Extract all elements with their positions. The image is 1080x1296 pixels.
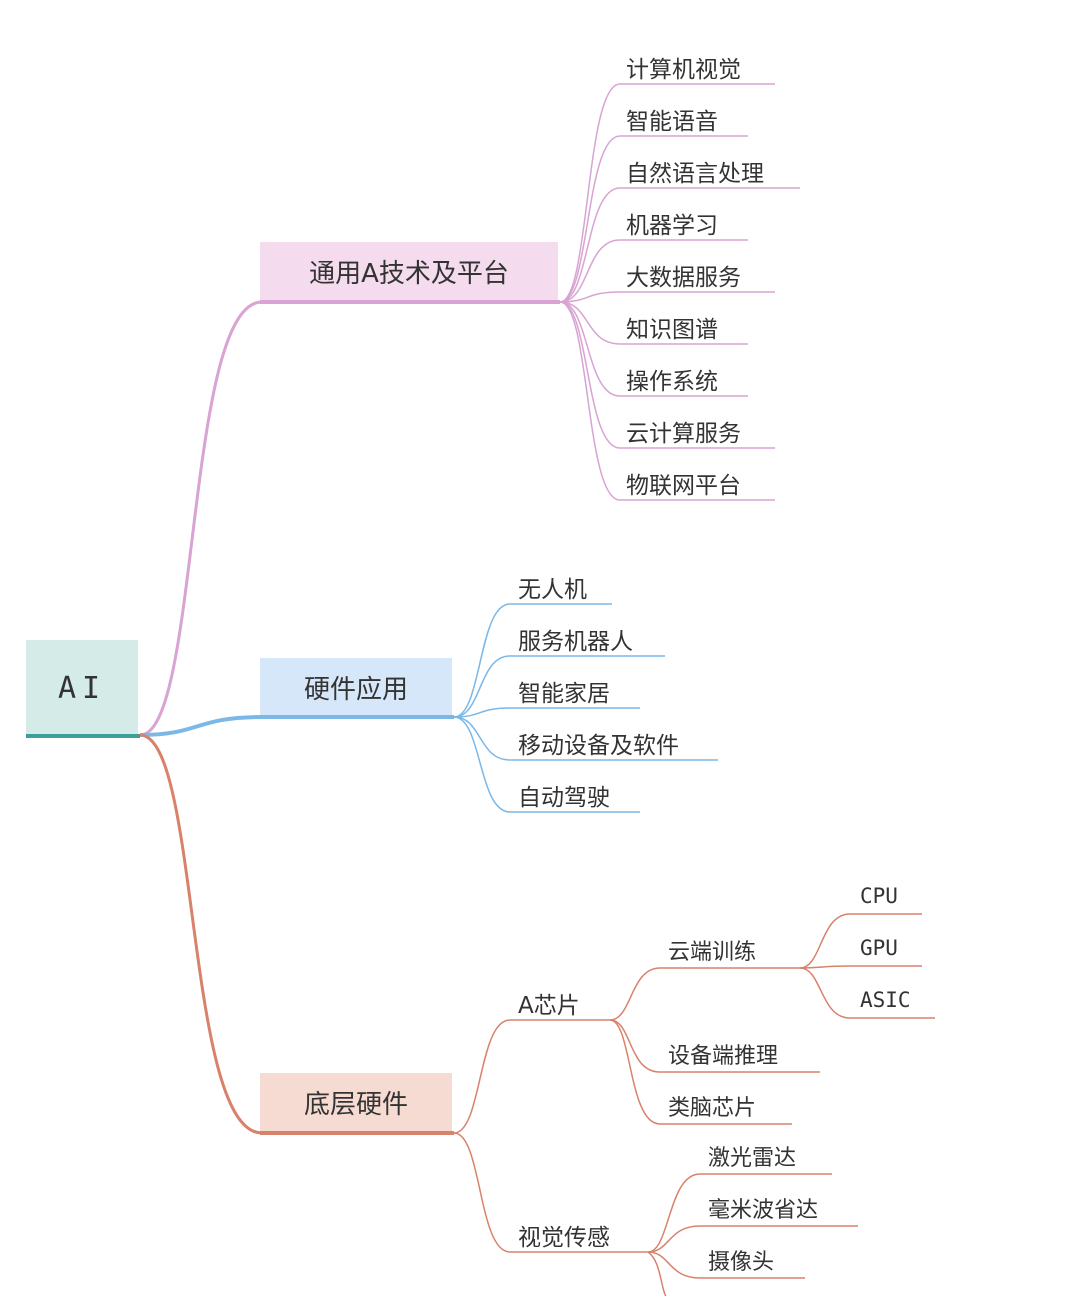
branch1-edges: [559, 83, 800, 501]
cloud-item[interactable]: CPU: [860, 884, 898, 908]
chip-node[interactable]: A芯片: [518, 993, 580, 1019]
branch1-item[interactable]: 操作系统: [626, 369, 718, 395]
branch3-edges: [453, 913, 935, 1296]
vision-item[interactable]: 毫米波省达: [708, 1198, 819, 1223]
branch1-item[interactable]: 知识图谱: [626, 317, 718, 343]
branch2-bg: [260, 658, 452, 716]
branch1-item[interactable]: 物联网平台: [626, 473, 741, 499]
cloud-item[interactable]: ASIC: [860, 988, 911, 1012]
vision-item[interactable]: 摄像头: [708, 1250, 775, 1275]
branch1-item[interactable]: 计算机视觉: [626, 57, 741, 83]
cloud-item[interactable]: GPU: [860, 936, 898, 960]
branch2-item[interactable]: 自动驾驶: [518, 785, 610, 811]
branch1-bg: [260, 242, 558, 302]
edge-root-branch2: [139, 715, 263, 737]
root-label: AI: [57, 670, 107, 706]
branch2-item[interactable]: 移动设备及软件: [518, 733, 679, 759]
branch3-node[interactable]: 底层硬件: [260, 1073, 452, 1131]
root-node[interactable]: AI: [26, 640, 138, 736]
root-node-bg: [26, 640, 138, 737]
branch1-item[interactable]: 云计算服务: [626, 421, 741, 447]
branch2-item[interactable]: 无人机: [518, 577, 587, 603]
branch3-bg: [260, 1073, 452, 1133]
branch1-item[interactable]: 大数据服务: [626, 265, 741, 291]
branch3-label: 底层硬件: [303, 1089, 408, 1120]
vision-item[interactable]: 激光雷达: [708, 1146, 797, 1171]
branch2-edges: [453, 603, 718, 813]
device-inference-node[interactable]: 设备端推理: [668, 1044, 779, 1069]
edge-root-branch1: [139, 300, 263, 737]
vision-node[interactable]: 视觉传感: [518, 1225, 610, 1251]
branch2-item[interactable]: 服务机器人: [518, 629, 633, 655]
branch2-node[interactable]: 硬件应用: [260, 658, 452, 716]
cloud-training-node[interactable]: 云端训练: [668, 940, 757, 965]
branch1-item[interactable]: 机器学习: [626, 213, 718, 239]
branch2-item[interactable]: 智能家居: [518, 681, 610, 707]
branch1-node[interactable]: 通用A技术及平台: [260, 242, 558, 300]
brain-chip-node[interactable]: 类脑芯片: [668, 1096, 757, 1121]
branch1-label: 通用A技术及平台: [309, 258, 509, 289]
edge-root-branch3: [139, 733, 263, 1135]
branch1-item[interactable]: 自然语言处理: [626, 161, 764, 187]
branch1-item[interactable]: 智能语音: [626, 109, 718, 135]
branch2-label: 硬件应用: [303, 674, 408, 705]
